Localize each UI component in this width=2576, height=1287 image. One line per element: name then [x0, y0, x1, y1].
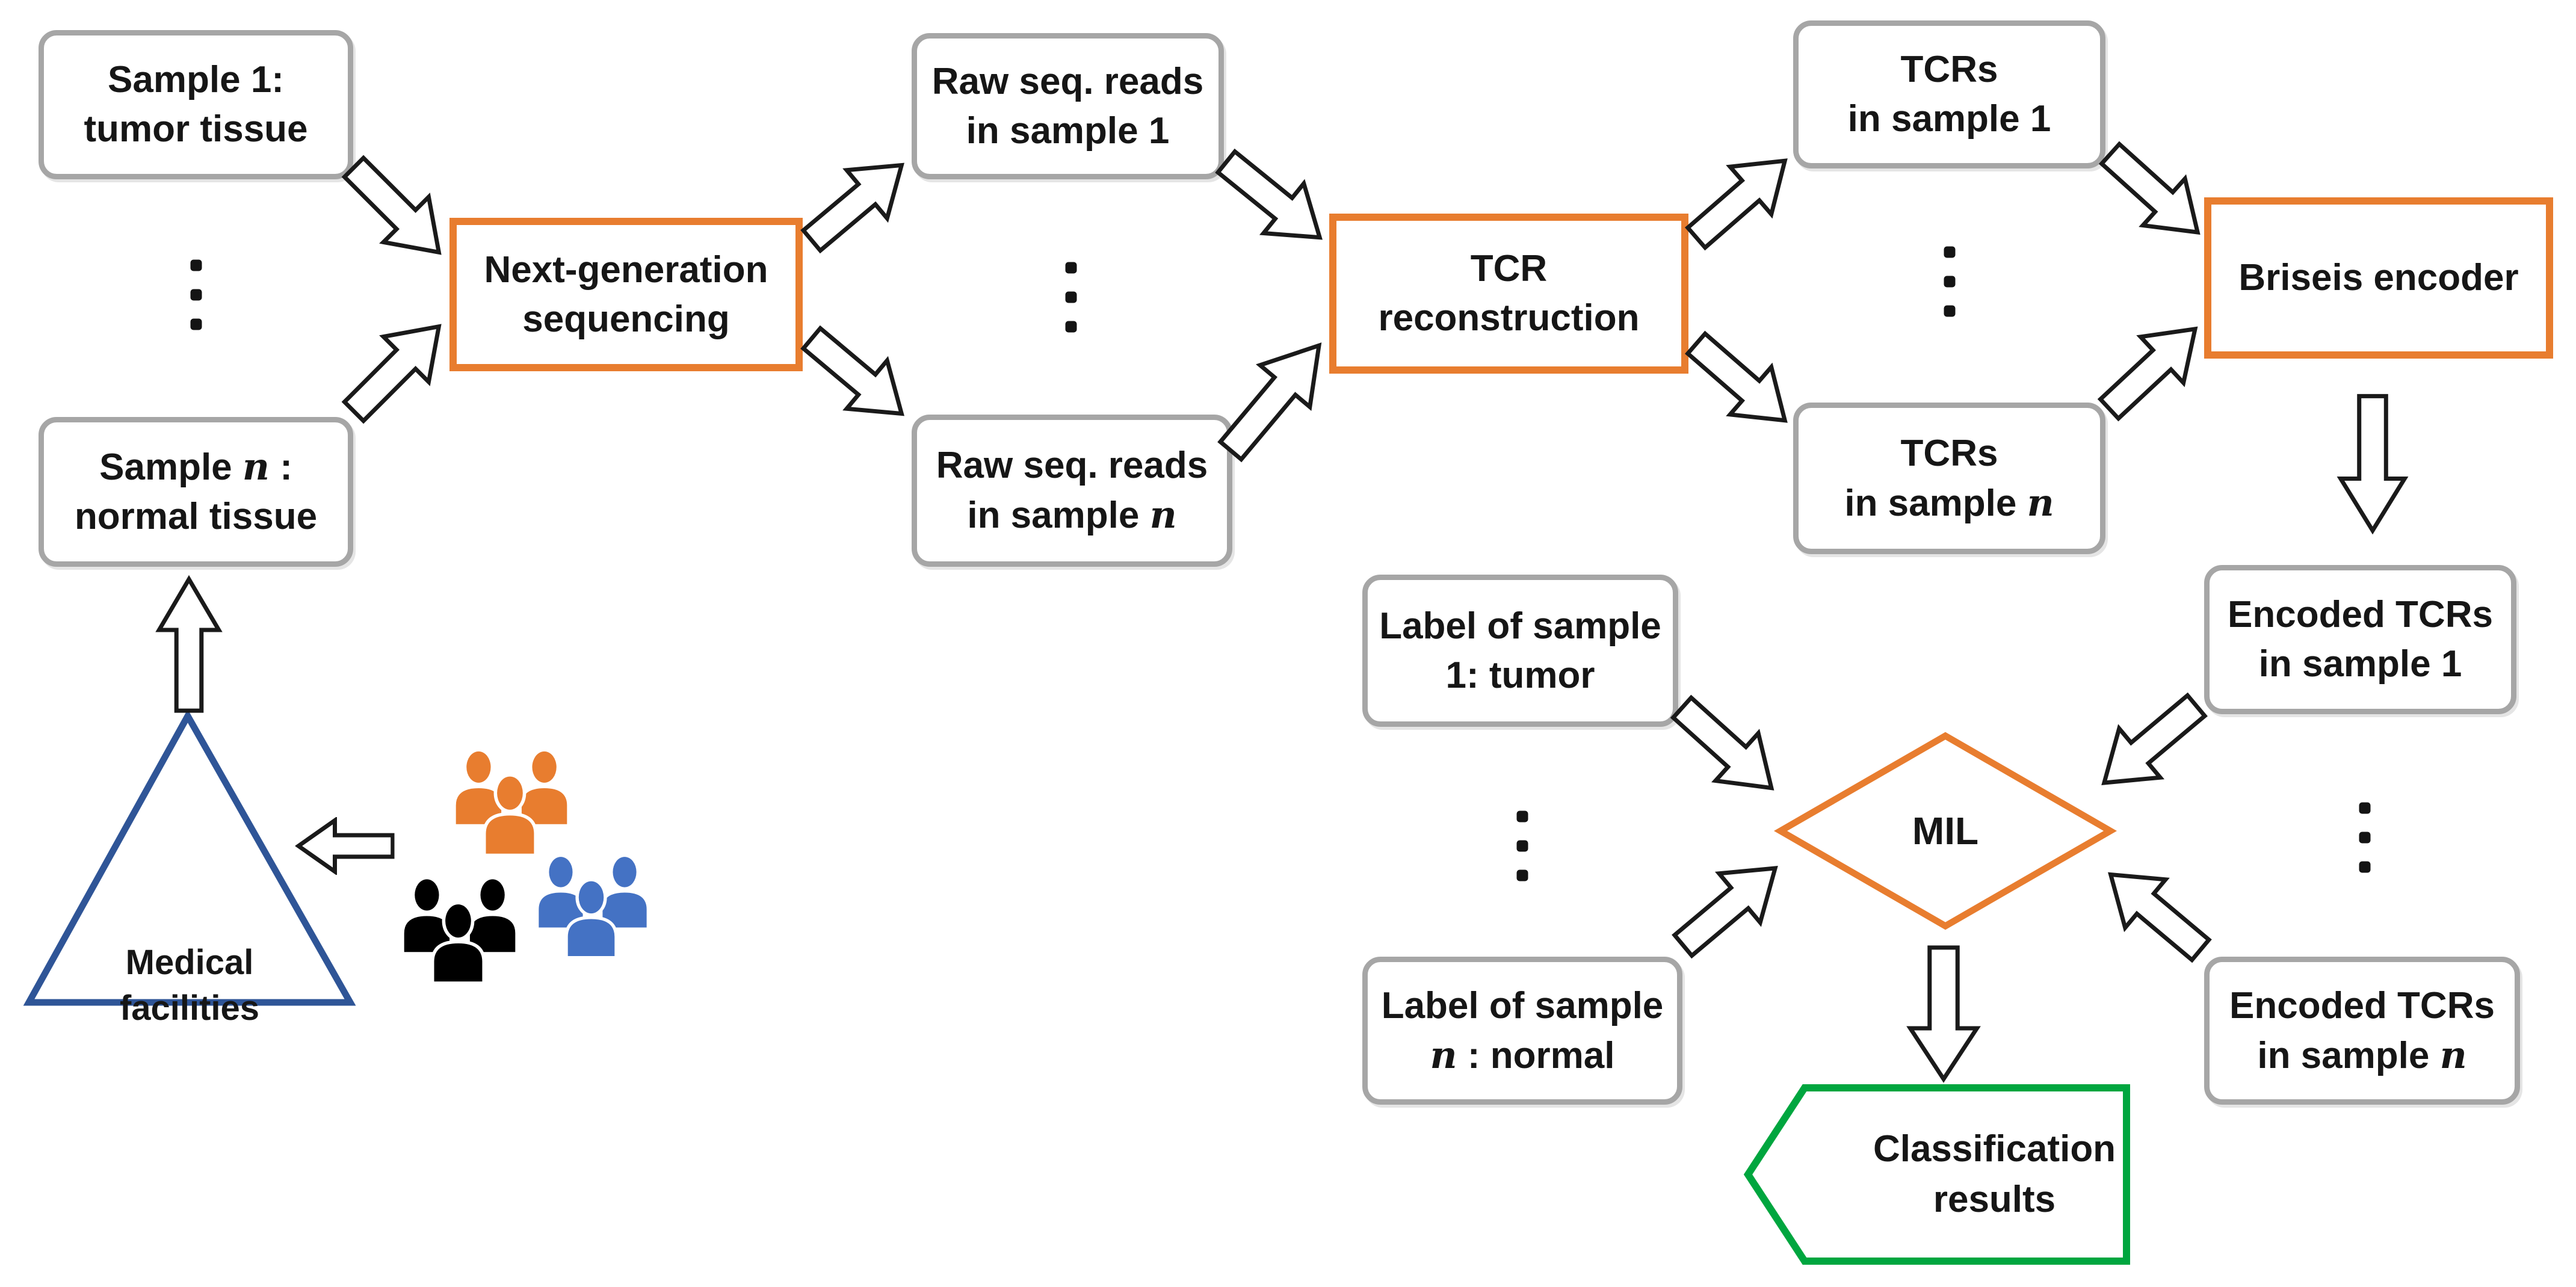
node-label-sample-1: Label of sample 1: tumor: [1362, 575, 1678, 727]
arrow-briseis-to-encoded1-icon: [2337, 394, 2409, 535]
pentagon-outline-icon: [1744, 1084, 2130, 1265]
arrow-mil-to-classification-icon: [1906, 945, 1981, 1084]
node-label: n : normal: [1430, 1032, 1615, 1077]
node-raw-reads-1: Raw seq. reads in sample 1: [912, 33, 1224, 179]
black-people-group-icon: [397, 875, 522, 996]
node-label: in sample 1: [966, 110, 1170, 152]
orange-people-group-icon: [448, 749, 575, 866]
arrow-raw1-to-tcrrecon-icon: [1202, 132, 1346, 268]
node-label: in sample n: [1844, 480, 2054, 525]
node-label: normal tissue: [74, 496, 318, 537]
vertical-dots-icon: [2359, 802, 2371, 873]
node-sample-1: Sample 1: tumor tissue: [39, 30, 353, 179]
node-label: tumor tissue: [84, 108, 308, 150]
arrow-tcrs1-to-briseis-icon: [2085, 126, 2224, 262]
node-label: results: [1933, 1179, 2056, 1220]
node-label: Label of sample: [1379, 605, 1661, 647]
node-encoded-tcrs-1: Encoded TCRs in sample 1: [2204, 565, 2516, 714]
node-label: in sample n: [2257, 1032, 2467, 1077]
node-label: Sample 1:: [108, 59, 284, 101]
arrow-samplen-to-ngs-icon: [327, 298, 467, 438]
node-label-sample-n: Label of sample n : normal: [1362, 957, 1682, 1105]
vertical-dots-icon: [1944, 246, 1956, 317]
node-label: TCRs: [1900, 49, 1998, 91]
node-tcrs-1: TCRs in sample 1: [1793, 20, 2105, 168]
node-briseis-encoder: Briseis encoder: [2204, 197, 2553, 359]
arrow-encoded1-to-mil-icon: [2078, 677, 2221, 813]
vertical-dots-icon: [1065, 262, 1077, 333]
node-mil-diamond: MIL: [1777, 732, 2114, 930]
vertical-dots-icon: [190, 259, 202, 330]
node-label: Raw seq. reads: [936, 445, 1208, 487]
node-label: Classification: [1873, 1128, 2116, 1170]
node-tcr-reconstruction: TCR reconstruction: [1329, 214, 1688, 374]
node-label: TCR reconstruction: [1378, 248, 1640, 339]
node-next-generation-sequencing: Next-generation sequencing: [449, 218, 803, 371]
node-sample-n: Sample n : normal tissue: [39, 417, 353, 567]
node-classification-results: Classification results: [1744, 1084, 2130, 1265]
arrow-ngs-to-raw1-icon: [788, 135, 928, 269]
arrow-ngs-to-rawn-icon: [788, 310, 928, 443]
node-medical-facilities: Medical facilities: [24, 710, 355, 1028]
node-label: Encoded TCRs: [2229, 984, 2495, 1026]
node-label: MIL: [1912, 809, 1979, 853]
node-label: Sample n :: [99, 445, 292, 489]
node-label: Raw seq. reads: [931, 60, 1204, 102]
arrow-people-to-medical-icon: [295, 817, 395, 875]
arrow-rawn-to-tcrrecon-icon: [1201, 318, 1350, 476]
arrow-tcrsn-to-briseis-icon: [2084, 300, 2222, 436]
node-label: facilities: [119, 988, 260, 1028]
arrow-label1-to-mil-icon: [1657, 679, 1799, 818]
node-label: Medical: [125, 943, 254, 983]
node-label: sequencing: [522, 298, 730, 340]
node-label: Next-generation: [484, 248, 768, 291]
node-tcrs-n: TCRs in sample n: [1793, 403, 2105, 554]
node-raw-reads-n: Raw seq. reads in sample n: [912, 415, 1232, 567]
arrow-medical-to-samplen-icon: [155, 575, 223, 713]
diamond-outline-icon: [1777, 732, 2114, 930]
node-label: Encoded TCRs: [2228, 594, 2493, 636]
node-encoded-tcrs-n: Encoded TCRs in sample n: [2204, 957, 2520, 1105]
vertical-dots-icon: [1516, 810, 1528, 881]
node-label: Label of sample: [1381, 984, 1664, 1026]
node-label: TCRs: [1900, 432, 1998, 474]
arrow-sample1-to-ngs-icon: [327, 140, 467, 280]
arrow-tcrrecon-to-tcrsn-icon: [1672, 315, 1811, 450]
triangle-outline-icon: [24, 710, 355, 1008]
node-label: in sample n: [967, 493, 1177, 537]
node-label: Briseis encoder: [2238, 257, 2519, 299]
node-label: in sample 1: [1847, 98, 2051, 140]
arrow-labeln-to-mil-icon: [1658, 838, 1802, 975]
node-label: in sample 1: [2258, 643, 2462, 685]
blue-people-group-icon: [532, 851, 653, 972]
arrow-encodedn-to-mil-icon: [2085, 845, 2225, 978]
arrow-tcrrecon-to-tcrs1-icon: [1672, 131, 1811, 266]
node-label: 1: tumor: [1445, 654, 1595, 696]
